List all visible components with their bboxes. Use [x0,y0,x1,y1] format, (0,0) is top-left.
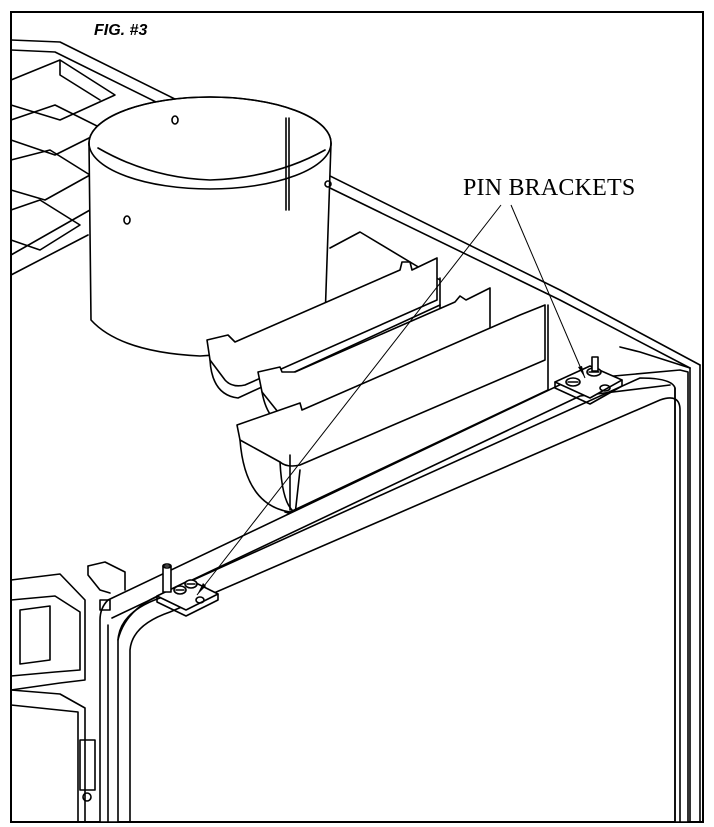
callout-pin-brackets: PIN BRACKETS [463,175,636,201]
front-top-panel [99,369,689,823]
callout-leader-lines [196,204,586,596]
channel-baffles [206,257,549,516]
leader-line-left [196,204,502,596]
leader-line-right [510,204,586,379]
flue-collar-cylinder [88,96,332,357]
pin-bracket-right [554,356,623,405]
left-components [10,561,126,823]
figure-label: FIG. #3 [94,22,148,39]
figure-frame [10,11,704,823]
